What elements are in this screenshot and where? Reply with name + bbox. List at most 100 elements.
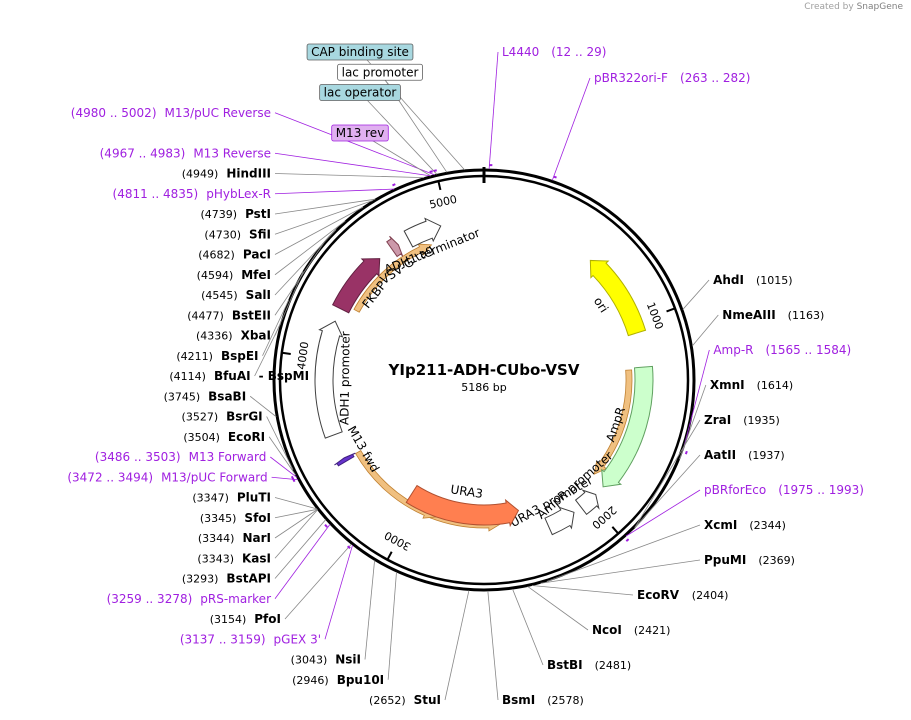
feature-vsv-g-tag[interactable]: [386, 235, 404, 258]
site-m13-puc-forward[interactable]: M13/pUC Forward(3472 .. 3494): [67, 470, 267, 484]
leader-line: [274, 524, 331, 599]
site-ahdi[interactable]: AhdI(1015): [713, 273, 792, 287]
site-aatii[interactable]: AatII(1937): [704, 448, 785, 462]
site-sfoi[interactable]: SfoI(3345): [200, 511, 271, 525]
site-psti[interactable]: PstI(4739): [200, 207, 271, 221]
feature-ura3-promoter[interactable]: [544, 506, 575, 536]
feature-m13-fwd[interactable]: [334, 452, 356, 467]
credit-text: Created by: [804, 2, 854, 12]
site-position: (1937): [748, 449, 785, 462]
site-m13-forward[interactable]: M13 Forward(3486 .. 3503): [95, 450, 266, 464]
site-position: (3293): [182, 573, 219, 586]
site-pbrforeco[interactable]: pBRforEco(1975 .. 1993): [704, 483, 864, 497]
leader-line: [487, 590, 499, 701]
site-m13-puc-reverse[interactable]: M13/pUC Reverse(4980 .. 5002): [71, 106, 271, 120]
site-position: (4114): [169, 370, 206, 383]
site-position: (3137 .. 3159): [180, 632, 266, 646]
site-nsii[interactable]: NsiI(3043): [291, 653, 361, 667]
site-zrai[interactable]: ZraI(1935): [704, 413, 780, 427]
site-stui[interactable]: StuI(2652): [369, 693, 441, 707]
site-name: M13 rev: [336, 126, 385, 140]
site-l4440[interactable]: L4440(12 .. 29): [502, 45, 606, 59]
site-mfei[interactable]: MfeI(4594): [197, 268, 271, 282]
leader-line: [274, 200, 374, 235]
site-bstbi[interactable]: BstBI(2481): [547, 658, 631, 672]
site-kasi[interactable]: KasI(3343): [197, 551, 271, 565]
site-nmeaiii[interactable]: NmeAIII(1163): [722, 308, 824, 322]
site-name: M13 Forward: [189, 450, 267, 464]
site-paci[interactable]: PacI(4682): [198, 248, 271, 262]
primer-site-mark: [553, 175, 557, 179]
site-bpu10i[interactable]: Bpu10I(2946): [292, 673, 384, 687]
site-name-2: - BspMI: [259, 369, 309, 383]
site-phyblex-r[interactable]: pHybLex-R(4811 .. 4835): [113, 187, 271, 201]
site-bfuai[interactable]: BfuAI- BspMI(4114): [169, 369, 309, 383]
leader-line: [444, 590, 470, 701]
site-position: (2652): [369, 694, 406, 707]
site-position: (1935): [743, 414, 780, 427]
site-xcmi[interactable]: XcmI(2344): [704, 518, 786, 532]
site-sfii[interactable]: SfiI(4730): [204, 227, 271, 241]
site-name: M13/pUC Reverse: [165, 106, 272, 120]
site-box: [319, 84, 401, 101]
tick-label: 5000: [428, 193, 458, 212]
site-hindiii[interactable]: HindIII(4949): [182, 167, 271, 181]
leader-line: [274, 509, 318, 539]
feature-fkbp[interactable]: [331, 258, 381, 314]
site-pfoi[interactable]: PfoI(3154): [210, 612, 281, 626]
site-bstapi[interactable]: BstAPI(3293): [182, 572, 271, 586]
site-pbr322ori-f[interactable]: pBR322ori-F(263 .. 282): [594, 71, 750, 85]
site-nari[interactable]: NarI(3344): [198, 531, 271, 545]
plasmid-length: 5186 bp: [461, 381, 506, 394]
site-prs-marker[interactable]: pRS-marker(3259 .. 3278): [107, 592, 271, 606]
site-sali[interactable]: SalI(4545): [201, 288, 271, 302]
leader-line: [274, 220, 346, 276]
feature-ampr[interactable]: [601, 365, 654, 488]
feature-ura3[interactable]: [405, 484, 520, 528]
site-lac-promoter[interactable]: lac promoter: [337, 63, 423, 81]
leader-line: [488, 51, 499, 170]
site-ncoi[interactable]: NcoI(2421): [592, 623, 670, 637]
feature-adh1-terminator[interactable]: [403, 217, 442, 248]
leader-line: [682, 349, 710, 450]
primer-site-mark: [392, 183, 396, 187]
feature-ampr-promoter[interactable]: [574, 489, 600, 516]
site-bspei[interactable]: BspEI(4211): [176, 349, 258, 363]
feature-ori[interactable]: [589, 259, 647, 337]
feature-adh1-promoter[interactable]: [314, 320, 344, 439]
site-pluti[interactable]: PluTI(3347): [192, 491, 271, 505]
site-bsteii[interactable]: BstEII(4477): [187, 308, 271, 322]
site-position: (4336): [196, 330, 233, 343]
site-ecori[interactable]: EcoRI(3504): [183, 430, 265, 444]
site-name: lac operator: [324, 86, 397, 100]
site-name: BsrGI: [226, 410, 263, 424]
snapgene-logo-text: SnapGene: [856, 2, 903, 12]
primer-site-mark: [347, 545, 351, 549]
site-ecorv[interactable]: EcoRV(2404): [637, 588, 728, 602]
primer-site-mark: [324, 524, 328, 528]
site-lac-operator[interactable]: lac operator: [319, 84, 401, 101]
site-cap-binding-site[interactable]: CAP binding site: [306, 43, 414, 61]
site-ppumi[interactable]: PpuMI(2369): [704, 553, 795, 567]
leader-line: [531, 585, 634, 596]
site-name: BspEI: [221, 349, 259, 363]
site-xbai[interactable]: XbaI(4336): [196, 329, 271, 343]
site-xmni[interactable]: XmnI(1614): [710, 378, 793, 392]
site-m13-reverse[interactable]: M13 Reverse(4967 .. 4983): [100, 146, 271, 160]
site-pgex-3[interactable]: pGEX 3'(3137 .. 3159): [180, 632, 321, 646]
site-position: (3259 .. 3278): [107, 592, 193, 606]
site-name: SfoI: [244, 511, 271, 525]
leader-line: [540, 559, 701, 584]
site-position: (4477): [187, 309, 224, 322]
site-bsabi[interactable]: BsaBI(3745): [164, 389, 247, 403]
site-amp-r[interactable]: Amp-R(1565 .. 1584): [713, 343, 851, 357]
site-position: (2946): [292, 674, 329, 687]
site-bsrgi[interactable]: BsrGI(3527): [182, 410, 263, 424]
site-name: pBRforEco: [704, 483, 766, 497]
site-position: (3043): [291, 654, 328, 667]
leader-line: [262, 299, 290, 356]
site-m13-rev[interactable]: M13 rev: [331, 124, 389, 142]
feature-label-adh1-promoter: ADH1 promoter: [337, 331, 352, 425]
site-name: Amp-R: [713, 343, 753, 357]
site-bsmi[interactable]: BsmI(2578): [502, 693, 584, 707]
